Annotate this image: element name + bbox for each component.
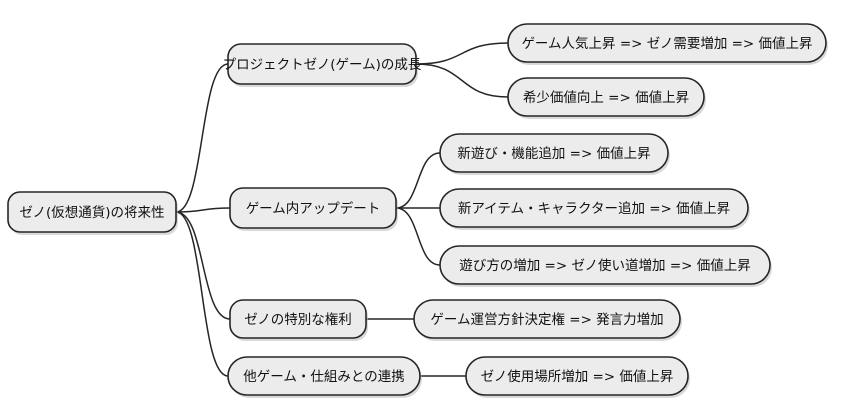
node-box [7,191,177,233]
branch-node-2[interactable]: ゲーム内アップデート [229,187,398,231]
connector-branch-2-to-leaf-3 [395,207,441,266]
connector-root-to-branch-2 [175,207,231,213]
connector-lines [175,42,509,377]
branch-node-1[interactable]: プロジェクトゼノ(ゲーム)の成長 [223,43,422,87]
root-node[interactable]: ゼノ(仮想通貨)の将来性 [7,191,178,235]
node-label: ゲーム内アップデート [246,200,381,217]
node-label: 他ゲーム・仕組みとの連携 [243,369,404,385]
node-label: ゲーム運営方針決定権 => 発言力増加 [430,311,663,328]
node-label: プロジェクトゼノ(ゲーム)の成長 [223,57,422,73]
connector-root-to-branch-4 [175,211,229,377]
connector-branch-2-to-leaf-1 [395,152,441,209]
node-box [227,43,417,85]
leaf-node-3-1[interactable]: ゲーム運営方針決定権 => 発言力増加 [413,299,682,341]
nodes-layer: ゼノ(仮想通貨)の将来性 プロジェクトゼノ(ゲーム)の成長 ゲーム人気上昇 => ゼ… [7,23,828,398]
leaf-node-4-1[interactable]: ゼノ使用場所増加 => 価値上昇 [465,356,690,398]
node-label: ゼノ使用場所増加 => 価値上昇 [481,368,674,385]
leaf-node-2-3[interactable]: 遊び方の増加 => ゼノ使い道増加 => 価値上昇 [439,245,772,287]
node-box [465,356,689,396]
node-box [413,299,681,339]
node-box [439,245,771,285]
node-box [227,356,421,396]
connector-root-to-branch-1 [175,63,229,213]
connector-root-to-branch-3 [175,211,231,320]
leaf-node-2-1[interactable]: 新遊び・機能追加 => 価値上昇 [439,133,670,175]
node-box [229,187,397,229]
node-box [439,133,669,173]
connector-branch-1-to-leaf-2 [415,63,509,98]
node-box [507,77,705,117]
branch-node-3[interactable]: ゼノの特別な権利 [229,299,368,341]
node-box [507,23,827,63]
node-box [439,188,749,228]
connector-branch-1-to-leaf-1 [415,42,509,65]
node-label: ゼノ(仮想通貨)の将来性 [19,204,164,221]
node-label: 希少価値向上 => 価値上昇 [523,90,689,106]
node-label: 新遊び・機能追加 => 価値上昇 [457,146,650,162]
node-label: ゼノの特別な権利 [244,311,352,328]
node-box [229,299,367,339]
node-label: 遊び方の増加 => ゼノ使い道増加 => 価値上昇 [459,257,751,274]
leaf-node-1-2[interactable]: 希少価値向上 => 価値上昇 [507,77,706,119]
node-label: 新アイテム・キャラクター追加 => 価値上昇 [458,201,730,217]
leaf-node-1-1[interactable]: ゲーム人気上昇 => ゼノ需要増加 => 価値上昇 [507,23,828,65]
node-label: ゲーム人気上昇 => ゼノ需要増加 => 価値上昇 [521,36,812,52]
leaf-node-2-2[interactable]: 新アイテム・キャラクター追加 => 価値上昇 [439,188,750,230]
branch-node-4[interactable]: 他ゲーム・仕組みとの連携 [227,356,422,398]
